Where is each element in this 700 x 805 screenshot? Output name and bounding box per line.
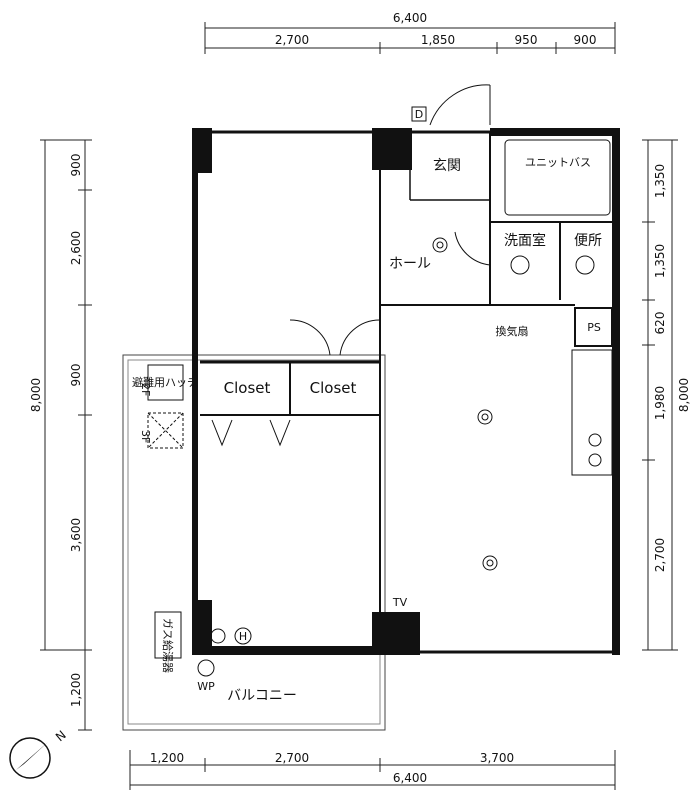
- dim-top: 2,700: [275, 33, 309, 47]
- wall-columns: [192, 128, 620, 655]
- tv-label: TV: [392, 596, 408, 609]
- dim-bottom: 3,700: [480, 751, 514, 765]
- dim-left: 900: [69, 364, 83, 387]
- dim-top-total: 6,400: [393, 11, 427, 25]
- dim-right: 2,700: [653, 538, 667, 572]
- door-d-label: D: [415, 108, 423, 121]
- evac-hatch-label: 避難用ハッチ: [132, 375, 198, 389]
- dim-right: 1,350: [653, 164, 667, 198]
- gas-meter-label: ガス給湯器: [161, 618, 175, 673]
- entrance-label: 玄関: [433, 157, 461, 174]
- dim-left: 900: [69, 154, 83, 177]
- balcony: バルコニー 避難用ハッチ 2F 3F ガス給湯器 WP: [122, 354, 386, 731]
- washroom-label: 洗面室: [504, 232, 546, 249]
- heater-label: H: [239, 630, 247, 643]
- fixtures: [210, 237, 602, 645]
- closet-2-label: Closet: [310, 379, 357, 397]
- dim-bottom-total: 6,400: [393, 771, 427, 785]
- ps-label: PS: [587, 321, 601, 334]
- balcony-label: バルコニー: [227, 688, 297, 704]
- hall-label: ホール: [389, 256, 431, 272]
- dim-bottom: 1,200: [150, 751, 184, 765]
- dim-bottom: 2,700: [275, 751, 309, 765]
- dim-left: 1,200: [69, 673, 83, 707]
- dim-right: 1,350: [653, 244, 667, 278]
- dim-left-total: 8,000: [29, 378, 43, 412]
- dim-right: 1,980: [653, 386, 667, 420]
- floor-2f: 2F: [139, 383, 152, 396]
- floor-3f: 3F: [139, 430, 152, 443]
- dim-top: 950: [515, 33, 538, 47]
- compass-label: N: [53, 728, 69, 744]
- dimension-lines: [40, 22, 678, 790]
- closet-1-label: Closet: [224, 379, 271, 397]
- toilet-label: 便所: [574, 233, 602, 249]
- dim-top: 900: [574, 33, 597, 47]
- dimension-labels: 6,400 2,700 1,850 950 900 8,000 900 2,60…: [29, 11, 691, 785]
- dim-left: 2,600: [69, 231, 83, 265]
- compass-icon: N: [9, 728, 69, 779]
- dim-left: 3,600: [69, 518, 83, 552]
- dim-top: 1,850: [421, 33, 455, 47]
- dim-right: 620: [653, 312, 667, 335]
- dim-right-total: 8,000: [677, 378, 691, 412]
- door-d-box: [411, 106, 427, 122]
- unit-bath-label: ユニットバス: [525, 156, 591, 169]
- evac-hatch: [147, 364, 184, 401]
- ventilation-label: 換気扇: [496, 324, 529, 338]
- wp-label: WP: [197, 680, 215, 693]
